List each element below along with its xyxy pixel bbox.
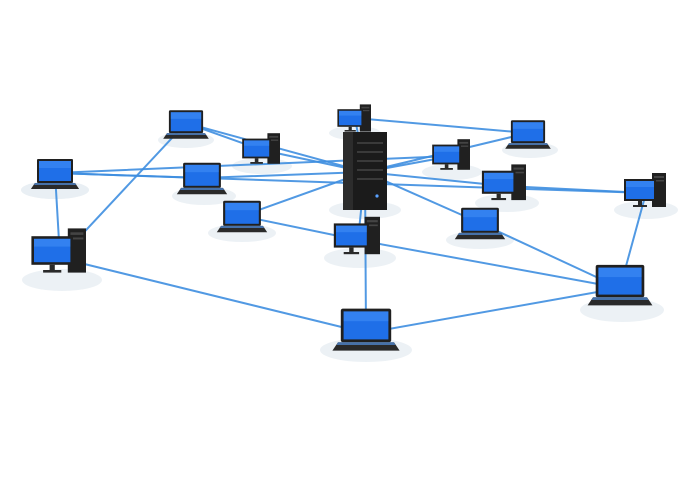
node-pad — [614, 201, 678, 219]
laptop-icon — [587, 264, 653, 306]
laptop-icon — [216, 200, 268, 233]
network-devices — [31, 104, 666, 351]
network-link — [201, 171, 366, 179]
node-pad — [22, 269, 102, 291]
laptop-icon — [332, 308, 400, 351]
network-link — [365, 287, 621, 334]
network-link — [364, 171, 506, 187]
network-link — [504, 185, 647, 194]
server-tower-icon — [343, 132, 387, 210]
network-link — [357, 239, 621, 289]
desktop-computer-icon — [31, 228, 86, 273]
laptop-icon — [505, 120, 551, 149]
desktop-computer-icon — [242, 133, 280, 164]
desktop-computer-icon — [481, 164, 526, 201]
network-link — [59, 257, 367, 334]
desktop-computer-icon — [432, 139, 470, 170]
desktop-computer-icon — [337, 104, 371, 132]
laptop-icon — [454, 207, 506, 240]
network-link — [354, 117, 529, 134]
laptop-icon — [163, 110, 209, 139]
node-pad — [324, 248, 396, 268]
desktop-computer-icon — [333, 216, 380, 255]
laptop-icon — [176, 162, 228, 195]
network-link — [54, 172, 203, 179]
desktop-computer-icon — [624, 173, 666, 207]
laptop-icon — [31, 159, 79, 189]
